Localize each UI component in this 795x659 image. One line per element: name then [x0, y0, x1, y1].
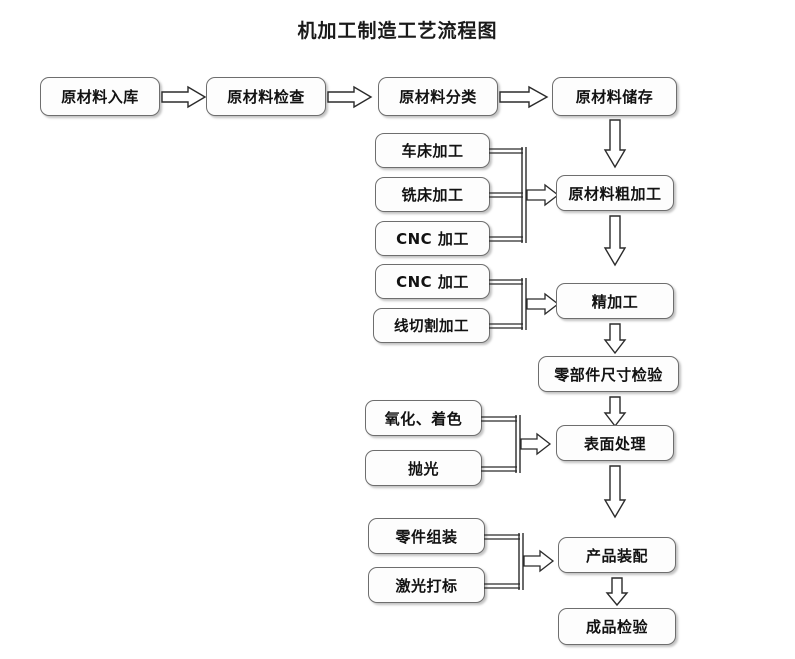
merge-bracket-surface [481, 408, 553, 484]
arrow-assembly-to-finalcheck [605, 577, 629, 607]
node-part-dimension-inspection[interactable]: 零部件尺寸检验 [538, 356, 679, 392]
node-raw-material-storage[interactable]: 原材料储存 [552, 77, 677, 116]
arrow-intake-to-inspect [161, 85, 207, 109]
node-fine-machining[interactable]: 精加工 [556, 283, 674, 319]
arrow-rough-to-fine [603, 215, 627, 267]
arrow-classify-to-storage [499, 85, 549, 109]
arrow-dimcheck-to-surface [603, 396, 627, 428]
node-cnc-machining-fine[interactable]: CNC 加工 [375, 264, 490, 299]
node-laser-marking[interactable]: 激光打标 [368, 567, 485, 603]
node-cnc-machining-rough[interactable]: CNC 加工 [375, 221, 490, 256]
node-oxidation-coloring[interactable]: 氧化、着色 [365, 400, 482, 436]
node-raw-material-intake[interactable]: 原材料入库 [40, 77, 160, 116]
node-milling-machining[interactable]: 铣床加工 [375, 177, 490, 212]
node-raw-material-rough-machining[interactable]: 原材料粗加工 [556, 175, 674, 211]
arrow-surface-to-assembly [603, 465, 627, 519]
arrow-storage-to-rough [603, 119, 627, 169]
arrow-fine-to-dimcheck [603, 323, 627, 355]
node-product-assembly[interactable]: 产品装配 [558, 537, 676, 573]
page-title: 机加工制造工艺流程图 [297, 20, 498, 42]
node-raw-material-classification[interactable]: 原材料分类 [378, 77, 498, 116]
arrow-inspect-to-classify [327, 85, 373, 109]
node-lathe-machining[interactable]: 车床加工 [375, 133, 490, 168]
merge-bracket-fine [489, 271, 560, 343]
node-wire-edm-machining[interactable]: 线切割加工 [373, 308, 490, 343]
node-polishing[interactable]: 抛光 [365, 450, 482, 486]
node-final-product-inspection[interactable]: 成品检验 [558, 608, 676, 645]
merge-bracket-rough [489, 140, 560, 255]
node-part-assembly[interactable]: 零件组装 [368, 518, 485, 554]
merge-bracket-assembly [484, 526, 556, 602]
node-raw-material-inspection[interactable]: 原材料检查 [206, 77, 326, 116]
node-surface-treatment[interactable]: 表面处理 [556, 425, 674, 461]
